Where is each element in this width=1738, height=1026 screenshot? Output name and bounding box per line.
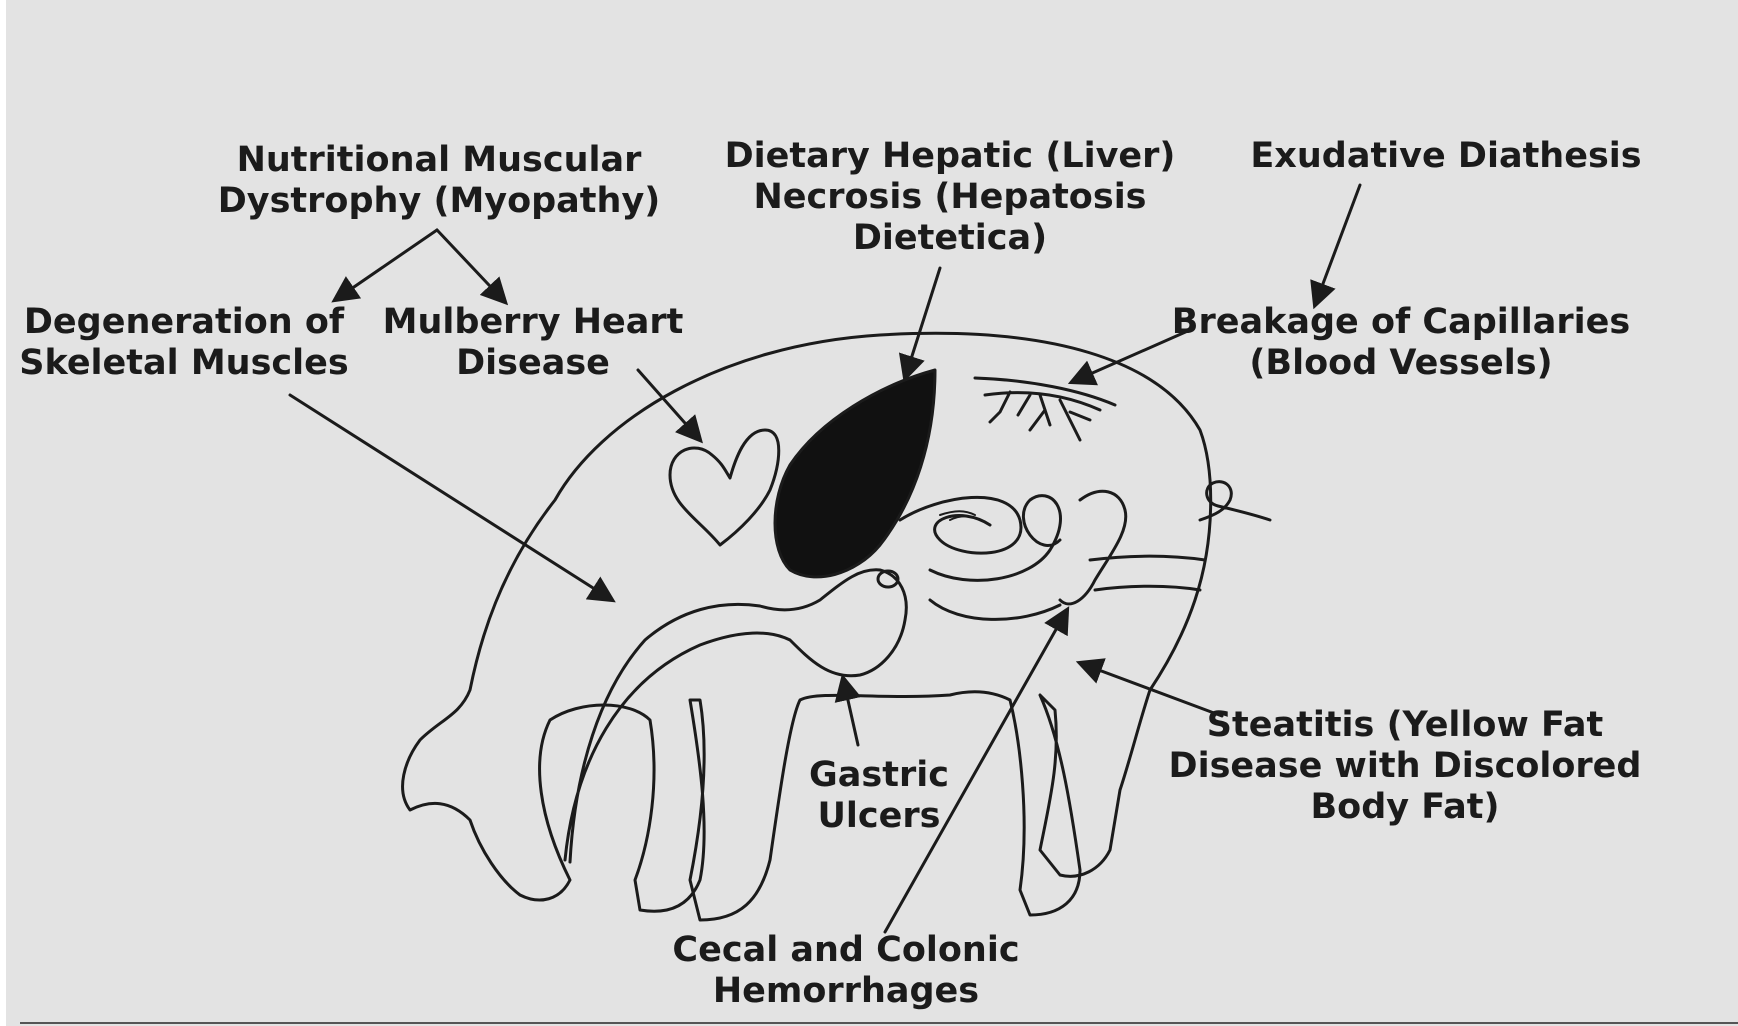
label-nutritional-muscular-dystrophy: Nutritional Muscular Dystrophy (Myopathy… bbox=[218, 140, 661, 222]
label-mulberry-heart-disease: Mulberry Heart Disease bbox=[383, 302, 684, 384]
label-gastric-ulcers: Gastric Ulcers bbox=[809, 755, 949, 837]
label-breakage-of-capillaries: Breakage of Capillaries (Blood Vessels) bbox=[1172, 302, 1630, 384]
label-degeneration-skeletal-muscles: Degeneration of Skeletal Muscles bbox=[19, 302, 348, 384]
label-exudative-diathesis: Exudative Diathesis bbox=[1250, 136, 1641, 177]
label-dietary-hepatic-necrosis: Dietary Hepatic (Liver) Necrosis (Hepato… bbox=[725, 136, 1176, 259]
label-cecal-colonic-hemorrhages: Cecal and Colonic Hemorrhages bbox=[672, 930, 1019, 1012]
label-steatitis: Steatitis (Yellow Fat Disease with Disco… bbox=[1169, 705, 1642, 828]
